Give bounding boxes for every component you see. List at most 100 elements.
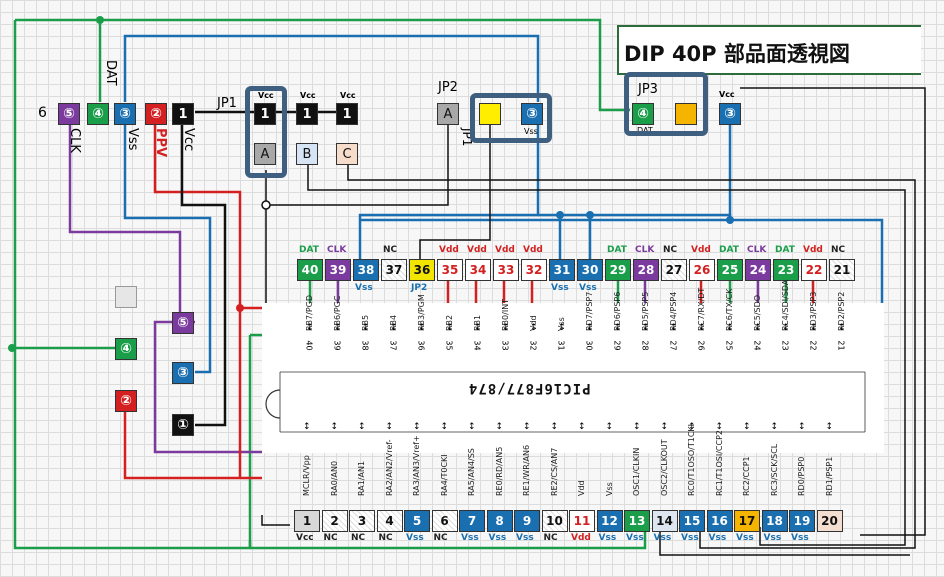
top-pin-number-37: 37 xyxy=(388,340,398,351)
bottom-pin-8: 8 xyxy=(486,510,513,532)
bottom-pin-arrow-icon: ↕ xyxy=(468,422,476,432)
left-pin-blank xyxy=(115,286,137,308)
jp2-pin-a: A xyxy=(437,103,459,125)
top-pin-30: 30 xyxy=(577,259,603,281)
bottom-pin-signal-13: OSC1/CLKIN xyxy=(632,447,641,496)
bottom-pin-arrow-icon: ↕ xyxy=(633,422,641,432)
top-pin-arrow-icon: ↕ xyxy=(306,323,314,333)
jp2-pin-yellow xyxy=(479,103,501,125)
jp2-pin-vss: ③ xyxy=(521,103,543,125)
bottom-pin-signal-4: RA2/AN2/Vref- xyxy=(384,439,394,496)
top-pin-arrow-icon: ↕ xyxy=(390,323,398,333)
bottom-pin-sub-1: Vcc xyxy=(296,533,314,543)
left-pin-clk: ⑤ xyxy=(172,312,194,334)
top-pin-tag-40: DAT xyxy=(299,245,319,255)
jp1-pin-1b: 1 xyxy=(296,103,318,125)
top-pin-tag-26: Vdd xyxy=(691,245,711,255)
bottom-pin-signal-1: MCLR/Vpp xyxy=(302,455,311,496)
top-pin-26: 26 xyxy=(689,259,715,281)
bottom-pin-20: 20 xyxy=(816,510,843,532)
top-pin-tag-34: Vdd xyxy=(467,245,487,255)
bottom-pin-18: 18 xyxy=(761,510,788,532)
bottom-pin-sub-2: NC xyxy=(323,533,338,543)
top-pin-arrow-icon: ↕ xyxy=(586,323,594,333)
top-pin-arrow-icon: ↕ xyxy=(698,323,706,333)
bottom-pin-arrow-icon: ↕ xyxy=(660,422,669,432)
top-pin-arrow-icon: ↕ xyxy=(558,323,566,333)
top-pin-25: 25 xyxy=(717,259,743,281)
bottom-pin-19: 19 xyxy=(789,510,815,532)
top-pin-arrow-icon: ↕ xyxy=(362,323,370,333)
bottom-pin-arrow-icon: ↕ xyxy=(440,422,449,432)
dat-label: DAT xyxy=(103,60,118,86)
top-pin-arrow-icon: ↕ xyxy=(838,323,846,333)
top-pin-number-27: 27 xyxy=(668,340,678,351)
top-pin-number-21: 21 xyxy=(836,340,846,351)
top-pin-number-24: 24 xyxy=(752,340,762,351)
top-pin-arrow-icon: ↕ xyxy=(670,323,678,333)
bottom-pin-arrow-icon: ↕ xyxy=(303,422,311,432)
jp1-pin-c: C xyxy=(336,143,358,165)
top-pin-tag-32: Vdd xyxy=(523,245,543,255)
top-pin-number-35: 35 xyxy=(444,340,454,351)
bottom-pin-arrow-icon: ↕ xyxy=(578,422,586,432)
bottom-pin-1: 1 xyxy=(294,510,320,532)
top-pin-number-36: 36 xyxy=(416,340,426,351)
bottom-pin-sub-5: Vss xyxy=(406,533,424,543)
bottom-pin-sub-9: Vss xyxy=(516,533,534,543)
bottom-pin-arrow-icon: ↕ xyxy=(770,422,779,432)
jp3-label: JP3 xyxy=(638,82,658,97)
bottom-pin-sub-13: Vss xyxy=(626,533,644,543)
bottom-pin-arrow-icon: ↕ xyxy=(358,422,366,432)
bottom-pin-6: 6 xyxy=(431,510,458,532)
bottom-pin-signal-14: OSC2/CLKOUT xyxy=(659,439,669,496)
bottom-pin-arrow-icon: ↕ xyxy=(825,422,834,432)
bottom-pin-arrow-icon: ↕ xyxy=(330,422,339,432)
bottom-pin-sub-15: Vss xyxy=(681,533,699,543)
top-pin-36: 36 xyxy=(409,259,435,281)
bottom-pin-arrow-icon: ↕ xyxy=(743,422,751,432)
vcc-label: Vcc xyxy=(181,128,196,152)
jp1-pin-1c: 1 xyxy=(336,103,358,125)
top-pin-number-28: 28 xyxy=(640,340,650,351)
bottom-pin-sub-16: Vss xyxy=(708,533,727,543)
bottom-pin-17: 17 xyxy=(734,510,760,532)
top-pin-arrow-icon: ↕ xyxy=(726,323,734,333)
bottom-pin-sub-19: Vss xyxy=(791,533,809,543)
bottom-pin-signal-17: RC2/CCP1 xyxy=(742,456,751,496)
junction-dots xyxy=(8,16,734,352)
top-pin-arrow-icon: ↕ xyxy=(614,323,622,333)
top-pin-37: 37 xyxy=(381,259,407,281)
top-pin-40: 40 xyxy=(297,259,323,281)
bottom-pin-sub-18: Vss xyxy=(763,533,782,543)
bottom-pin-signal-5: RA3/AN3/Vref+ xyxy=(412,435,421,496)
top-pin-number-39: 39 xyxy=(332,340,342,351)
vss-label: Vss xyxy=(125,128,140,151)
top-pin-number-29: 29 xyxy=(612,340,622,351)
top-pin-tag-25: DAT xyxy=(719,245,739,255)
bottom-pin-signal-19: RD0/PSP0 xyxy=(797,456,806,496)
jp3-pin-dat: ④ xyxy=(632,103,654,125)
bottom-pin-signal-9: RE1/WR/AN6 xyxy=(522,444,531,496)
connector-pin-six: 6 xyxy=(38,105,47,121)
bottom-pin-11: 11 xyxy=(569,510,595,532)
top-pin-arrow-icon: ↕ xyxy=(642,323,650,333)
top-pin-arrow-icon: ↕ xyxy=(334,323,342,333)
top-pin-arrow-icon: ↕ xyxy=(754,323,762,333)
bottom-pin-2: 2 xyxy=(321,510,348,532)
bottom-pin-sub-4: NC xyxy=(378,533,393,543)
jp3-pin-orange xyxy=(675,103,697,125)
top-pin-number-25: 25 xyxy=(724,340,734,351)
bottom-pin-arrow-icon: ↕ xyxy=(688,422,696,432)
top-pin-34: 34 xyxy=(465,259,491,281)
bottom-pin-signal-16: RC1/T1OSI/CCP2 xyxy=(714,429,724,496)
bottom-pin-signal-11: Vdd xyxy=(577,480,586,496)
top-pin-arrow-icon: ↕ xyxy=(474,323,482,333)
connector-pin-vss: ③ xyxy=(114,103,136,125)
top-pin-tag-28: CLK xyxy=(635,245,655,255)
bottom-pin-15: 15 xyxy=(679,510,705,532)
bottom-pin-signal-6: RA4/T0CKI xyxy=(439,454,449,496)
top-pin-number-31: 31 xyxy=(556,340,566,351)
diagram-title: DIP 40P 部品面透視図 xyxy=(624,42,850,66)
